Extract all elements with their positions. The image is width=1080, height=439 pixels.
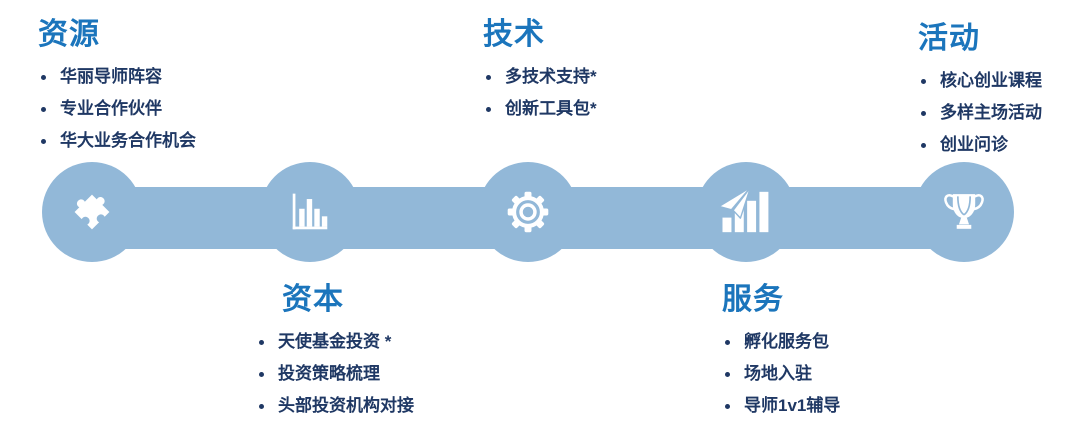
list-item: 华丽导师阵容 — [38, 67, 196, 87]
list-item: 多技术支持* — [483, 67, 597, 87]
bullet-dot — [41, 138, 46, 144]
bullet-dot — [921, 78, 926, 84]
section-title: 技术 — [483, 18, 545, 51]
list-item-text: 华丽导师阵容 — [60, 67, 162, 86]
bullet-list: 核心创业课程 多样主场活动 创业问诊 — [918, 71, 1042, 155]
timeline-node-resources — [42, 162, 142, 262]
list-item: 华大业务合作机会 — [38, 131, 196, 151]
list-item-text: 华大业务合作机会 — [60, 131, 196, 150]
bullet-list: 华丽导师阵容 专业合作伙伴 华大业务合作机会 — [38, 67, 196, 151]
section-title: 资本 — [282, 283, 344, 316]
timeline-node-services — [696, 162, 796, 262]
list-item: 多样主场活动 — [918, 103, 1042, 123]
list-item-text: 创业问诊 — [940, 135, 1008, 154]
section-title: 服务 — [722, 283, 784, 316]
bullet-list: 多技术支持* 创新工具包* — [483, 67, 597, 119]
section-title: 活动 — [918, 22, 980, 55]
list-item: 创新工具包* — [483, 99, 597, 119]
bullet-dot — [259, 371, 264, 377]
list-item-text: 场地入驻 — [744, 364, 812, 383]
section-capital: 资本 天使基金投资 * 投资策略梳理 头部投资机构对接 — [256, 281, 414, 428]
section-resources: 资源 华丽导师阵容 专业合作伙伴 华大业务合作机会 — [38, 16, 196, 163]
section-services: 服务 孵化服务包 场地入驻 导师1v1辅导 — [722, 281, 840, 428]
puzzle-icon — [74, 194, 110, 230]
list-item: 天使基金投资 * — [256, 332, 414, 352]
bullet-dot — [259, 403, 264, 409]
bullet-dot — [725, 371, 730, 377]
list-item-text: 孵化服务包 — [744, 332, 829, 351]
section-technology: 技术 多技术支持* 创新工具包* — [483, 16, 597, 131]
bullet-list: 天使基金投资 * 投资策略梳理 头部投资机构对接 — [256, 332, 414, 416]
list-item-text: 投资策略梳理 — [278, 364, 380, 383]
list-item-text: 导师1v1辅导 — [744, 396, 841, 415]
bullet-dot — [41, 74, 46, 80]
bar-chart-icon — [292, 193, 328, 230]
list-item: 创业问诊 — [918, 135, 1042, 155]
bullet-dot — [921, 142, 926, 148]
paper-plane-growth-icon — [718, 186, 769, 233]
timeline-node-activities — [914, 162, 1014, 262]
list-item-text: 核心创业课程 — [940, 71, 1042, 90]
bullet-dot — [725, 403, 730, 409]
bullet-dot — [259, 339, 264, 345]
bullet-dot — [41, 106, 46, 112]
timeline-node-capital — [260, 162, 360, 262]
timeline-node-technology — [478, 162, 578, 262]
bullet-dot — [486, 106, 491, 112]
list-item-text: 头部投资机构对接 — [278, 396, 414, 415]
list-item-text: 多技术支持* — [505, 67, 597, 86]
trophy-icon — [944, 194, 984, 229]
list-item: 场地入驻 — [722, 364, 840, 384]
list-item: 核心创业课程 — [918, 71, 1042, 91]
list-item: 孵化服务包 — [722, 332, 840, 352]
bullet-dot — [725, 339, 730, 345]
list-item: 投资策略梳理 — [256, 364, 414, 384]
section-activities: 活动 核心创业课程 多样主场活动 创业问诊 — [918, 20, 1042, 167]
list-item-text: 多样主场活动 — [940, 103, 1042, 122]
bullet-list: 孵化服务包 场地入驻 导师1v1辅导 — [722, 332, 840, 416]
bullet-dot — [921, 110, 926, 116]
list-item-text: 专业合作伙伴 — [60, 99, 162, 118]
list-item-text: 天使基金投资 * — [278, 332, 392, 351]
list-item-text: 创新工具包* — [505, 99, 597, 118]
list-item: 专业合作伙伴 — [38, 99, 196, 119]
list-item: 头部投资机构对接 — [256, 396, 414, 416]
gear-icon — [507, 191, 549, 233]
section-title: 资源 — [38, 18, 100, 51]
bullet-dot — [486, 74, 491, 80]
list-item: 导师1v1辅导 — [722, 396, 840, 416]
